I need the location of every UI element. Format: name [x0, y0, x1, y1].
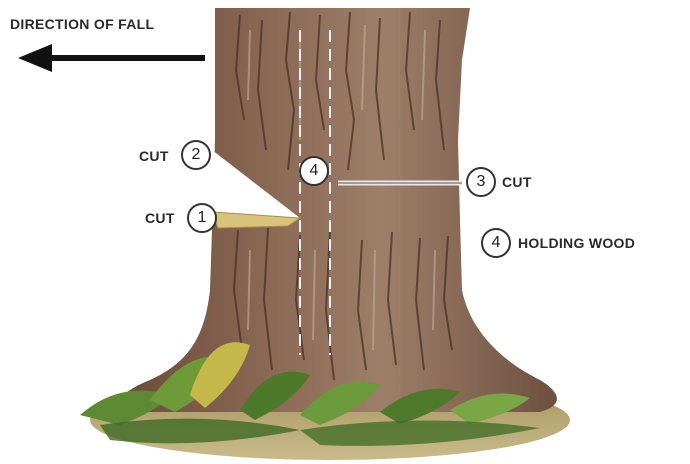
- cut-3-word: CUT: [502, 174, 532, 190]
- tree-trunk: [122, 8, 557, 412]
- direction-arrow: [18, 44, 205, 72]
- direction-of-fall-label: DIRECTION OF FALL: [10, 16, 154, 32]
- cut-1-number: 1: [187, 203, 217, 233]
- cut-1-word: CUT: [145, 210, 175, 226]
- cut-2-word: CUT: [139, 148, 169, 164]
- cut-3-number: 3: [466, 167, 496, 197]
- holding-wood-label: HOLDING WOOD: [518, 235, 635, 251]
- holding-wood-marker: 4: [299, 156, 329, 186]
- holding-wood-number: 4: [481, 228, 511, 258]
- cut-2-number: 2: [181, 140, 211, 170]
